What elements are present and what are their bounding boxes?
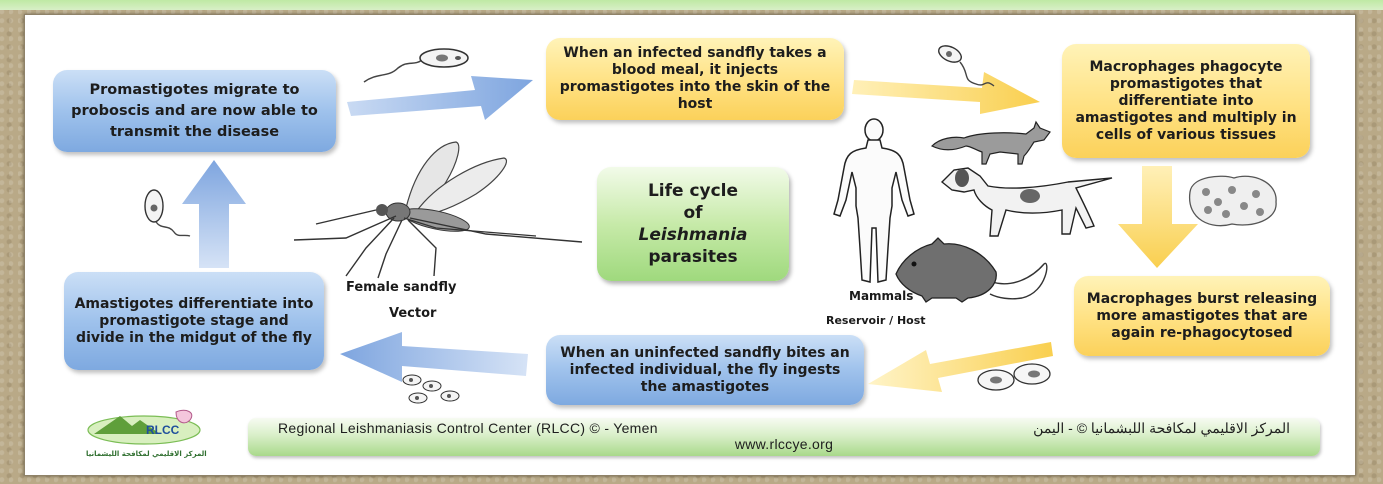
macrophage-cell-icon xyxy=(1182,172,1282,230)
rlcc-logo: RLCC xyxy=(80,404,208,450)
step-infected-blood-meal: When an infected sandfly takes a blood m… xyxy=(546,38,844,120)
top-band xyxy=(0,0,1383,10)
promastigote-icon xyxy=(932,40,1002,100)
rat-icon xyxy=(892,238,1052,304)
footer-banner: Regional Leishmaniasis Control Center (R… xyxy=(248,418,1320,456)
vector-name-label: Female sandfly xyxy=(346,280,456,295)
logo-text: RLCC xyxy=(146,423,180,437)
center-title-line3: Leishmania xyxy=(639,224,748,246)
step-macrophages-phagocyte: Macrophages phagocyte promastigotes that… xyxy=(1062,44,1310,158)
mosquito-icon xyxy=(286,138,586,278)
logo-caption: المركز الاقليمي لمكافحة الليشمانيا xyxy=(86,450,207,458)
dog-icon xyxy=(938,164,1114,238)
step-uninfected-bite: When an uninfected sandfly bites an infe… xyxy=(546,335,864,405)
step-amastigotes-differentiate: Amastigotes differentiate into promastig… xyxy=(64,272,324,370)
vector-role-label: Vector xyxy=(389,306,436,321)
amastigote-icon xyxy=(976,360,1056,396)
fox-icon xyxy=(930,120,1056,164)
footer-arabic-text: المركز الاقليمي لمكافحة اللبشمانيا © - ا… xyxy=(1033,420,1290,437)
footer-url[interactable]: www.rlccye.org xyxy=(248,436,1320,452)
footer-english-text: Regional Leishmaniasis Control Center (R… xyxy=(278,420,658,436)
promastigote-icon xyxy=(138,186,198,246)
center-title-line4: parasites xyxy=(648,246,737,268)
promastigote-icon xyxy=(358,42,478,88)
center-title-line1: Life cycle xyxy=(648,180,738,202)
center-title-line2: of xyxy=(683,202,702,224)
host-role-label: Reservoir / Host xyxy=(826,314,926,327)
center-title: Life cycle of Leishmania parasites xyxy=(597,167,789,281)
amastigote-icon xyxy=(400,372,470,412)
step-macrophages-burst: Macrophages burst releasing more amastig… xyxy=(1074,276,1330,356)
